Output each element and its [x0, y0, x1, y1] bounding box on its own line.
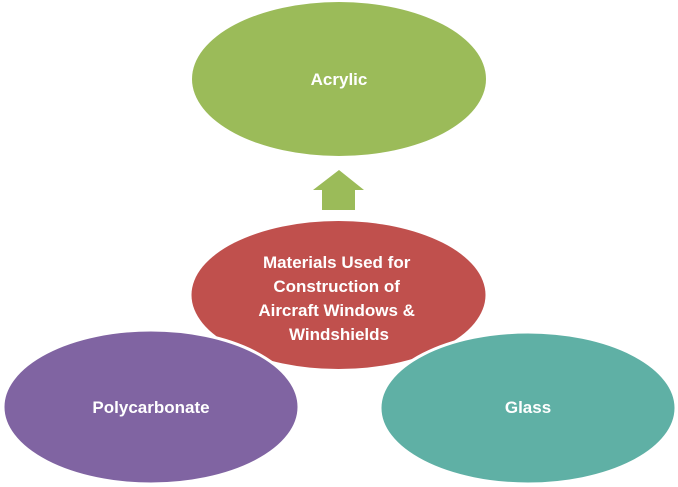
arrow-to-acrylic-icon: [313, 170, 364, 210]
node-acrylic-label: Acrylic: [311, 70, 368, 89]
svg-text:Materials Used for Constru: Materials Used for Construction of Aircr…: [258, 253, 419, 344]
node-glass-label: Glass: [505, 398, 551, 417]
node-glass: [378, 330, 678, 486]
node-acrylic: [192, 2, 486, 156]
center-line-3: Aircraft Windows &: [258, 301, 415, 320]
node-polycarbonate: [1, 328, 301, 486]
center-line-2: Construction of: [273, 277, 400, 296]
center-line-4: Windshields: [289, 325, 389, 344]
node-polycarbonate-label: Polycarbonate: [92, 398, 209, 417]
center-node: [191, 221, 486, 369]
center-line-1: Materials Used for: [263, 253, 411, 272]
